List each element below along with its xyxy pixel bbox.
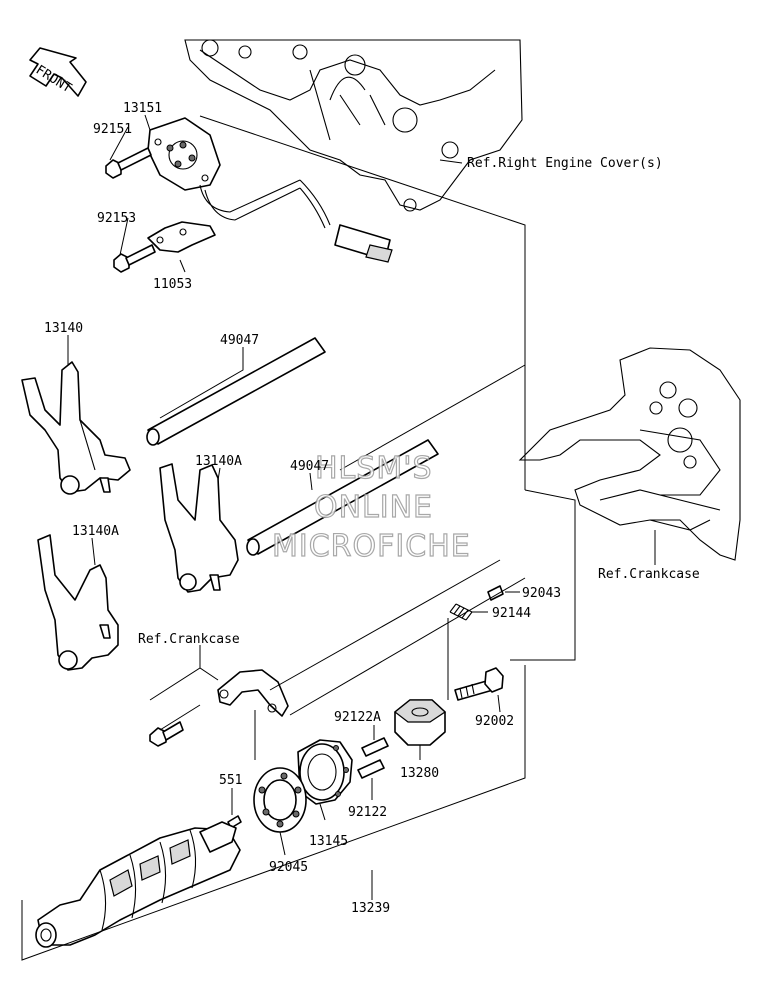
label-11053: 11053 — [153, 277, 192, 292]
part-13145-drum-plate — [297, 739, 353, 805]
part-13140A-shift-fork-center — [159, 463, 239, 593]
part-92153-bolt — [113, 244, 156, 273]
label-92122: 92122 — [348, 805, 387, 820]
label-13140A-lower: 13140A — [72, 524, 119, 539]
part-13239-shift-drum — [35, 821, 241, 948]
label-49047-upper: 49047 — [220, 333, 259, 348]
right-engine-cover-outline — [184, 39, 523, 212]
leader-lines — [21, 114, 656, 961]
crankcase-outline-right — [518, 347, 741, 561]
label-13239: 13239 — [351, 901, 390, 916]
stopper-bracket — [217, 669, 289, 717]
label-92144: 92144 — [492, 606, 531, 621]
label-49047-lower: 49047 — [290, 459, 329, 474]
part-92045-bearing — [253, 767, 307, 833]
ref-crankcase-left: Ref.Crankcase — [138, 632, 240, 647]
watermark: HLSM'S ONLINE MICROFICHE — [271, 450, 471, 564]
label-13140A-center: 13140A — [195, 454, 242, 469]
part-92002-bolt — [454, 667, 504, 701]
ref-right-engine-cover: Ref.Right Engine Cover(s) — [467, 156, 663, 171]
part-labels: 13151 92151 92153 11053 13140 49047 1314… — [44, 101, 561, 916]
part-13140A-shift-fork-lower — [37, 534, 119, 671]
label-92122A: 92122A — [334, 710, 381, 725]
front-arrow-icon: FRONT — [29, 47, 87, 97]
part-49047-shift-rod-lower — [246, 439, 439, 556]
label-13151: 13151 — [123, 101, 162, 116]
label-13140: 13140 — [44, 321, 83, 336]
watermark-line-3: MICROFICHE — [272, 529, 471, 564]
part-92151-bolt — [105, 147, 152, 179]
label-92151: 92151 — [93, 122, 132, 137]
label-92045: 92045 — [269, 860, 308, 875]
part-13280-hex-cam — [394, 699, 446, 746]
part-92122-pin — [357, 759, 385, 779]
watermark-line-1: HLSM'S — [315, 451, 433, 486]
part-92144-spring — [449, 603, 473, 621]
part-11053-bracket — [147, 221, 216, 253]
label-13280: 13280 — [400, 766, 439, 781]
label-92002: 92002 — [475, 714, 514, 729]
stopper-bolt — [149, 721, 184, 747]
part-13151-switch-plate — [147, 117, 393, 263]
part-49047-shift-rod-upper — [146, 337, 326, 446]
label-92043: 92043 — [522, 586, 561, 601]
part-92043-pin — [487, 585, 504, 601]
part-13140-shift-fork — [21, 361, 131, 495]
watermark-line-2: ONLINE — [314, 490, 433, 525]
part-92122A-pin — [361, 737, 389, 757]
label-92153: 92153 — [97, 211, 136, 226]
label-13145: 13145 — [309, 834, 348, 849]
ref-crankcase-right: Ref.Crankcase — [598, 567, 700, 582]
reference-labels: Ref.Right Engine Cover(s) Ref.Crankcase … — [138, 156, 700, 647]
label-551: 551 — [219, 773, 242, 788]
